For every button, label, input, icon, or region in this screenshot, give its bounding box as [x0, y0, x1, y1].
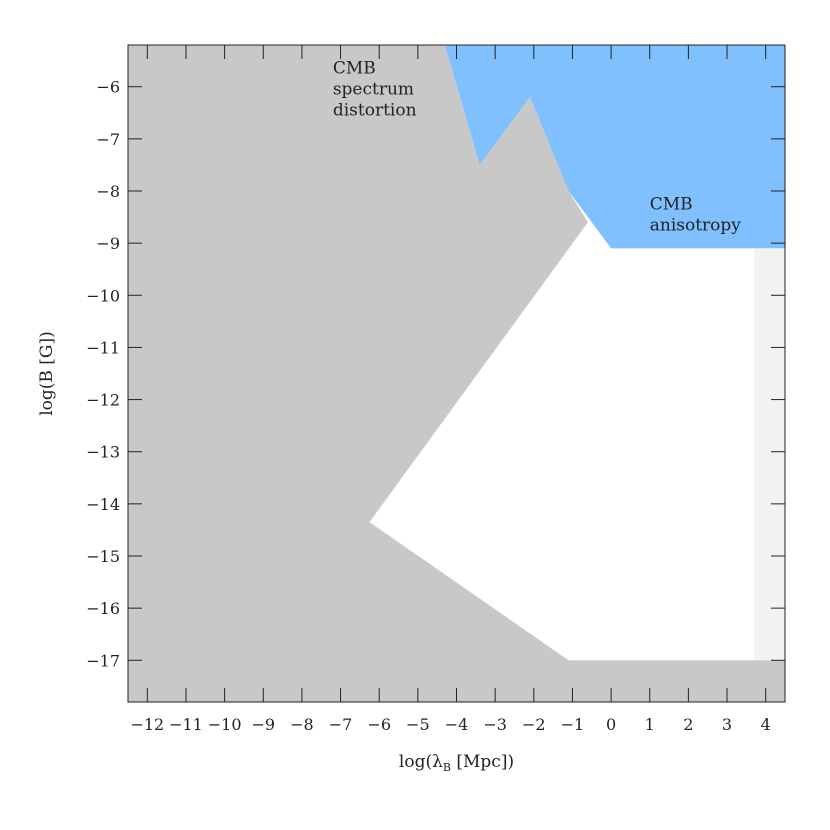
y-tick-label: −14 — [86, 495, 120, 514]
region-excluded — [128, 45, 785, 702]
x-tick-label: −10 — [208, 715, 242, 734]
x-tick-label: −8 — [290, 715, 314, 734]
y-tick-label: −17 — [86, 651, 120, 670]
y-tick-label: −16 — [86, 599, 120, 618]
y-tick-label: −11 — [86, 338, 120, 357]
y-tick-label: −8 — [96, 182, 120, 201]
x-tick-label: −6 — [367, 715, 391, 734]
x-tick-label: −12 — [130, 715, 164, 734]
y-tick-label: −12 — [86, 391, 120, 410]
x-tick-label: −5 — [406, 715, 430, 734]
x-tick-label: −3 — [483, 715, 507, 734]
x-tick-label: −1 — [561, 715, 585, 734]
region-cmb-anisotropy — [444, 45, 785, 249]
y-tick-label: −10 — [86, 286, 120, 305]
x-tick-label: 2 — [683, 715, 693, 734]
region-light-strip — [754, 248, 785, 661]
y-tick-label: −6 — [96, 78, 120, 97]
x-tick-label: −2 — [522, 715, 546, 734]
x-tick-label: 4 — [761, 715, 771, 734]
y-tick-label: −9 — [96, 234, 120, 253]
x-tick-label: −11 — [169, 715, 203, 734]
x-tick-label: −9 — [251, 715, 275, 734]
x-tick-label: −4 — [445, 715, 469, 734]
plot-frame — [127, 44, 786, 703]
x-tick-label: 1 — [645, 715, 655, 734]
x-tick-label: −7 — [329, 715, 353, 734]
x-tick-label: 3 — [722, 715, 732, 734]
region-layer — [128, 45, 785, 702]
y-tick-label: −13 — [86, 443, 120, 462]
x-axis-label: log(λB [Mpc]) — [399, 752, 514, 774]
y-tick-label: −7 — [96, 130, 120, 149]
y-axis-label: log(B [G]) — [37, 331, 57, 416]
y-tick-label: −15 — [86, 547, 120, 566]
x-tick-label: 0 — [606, 715, 616, 734]
